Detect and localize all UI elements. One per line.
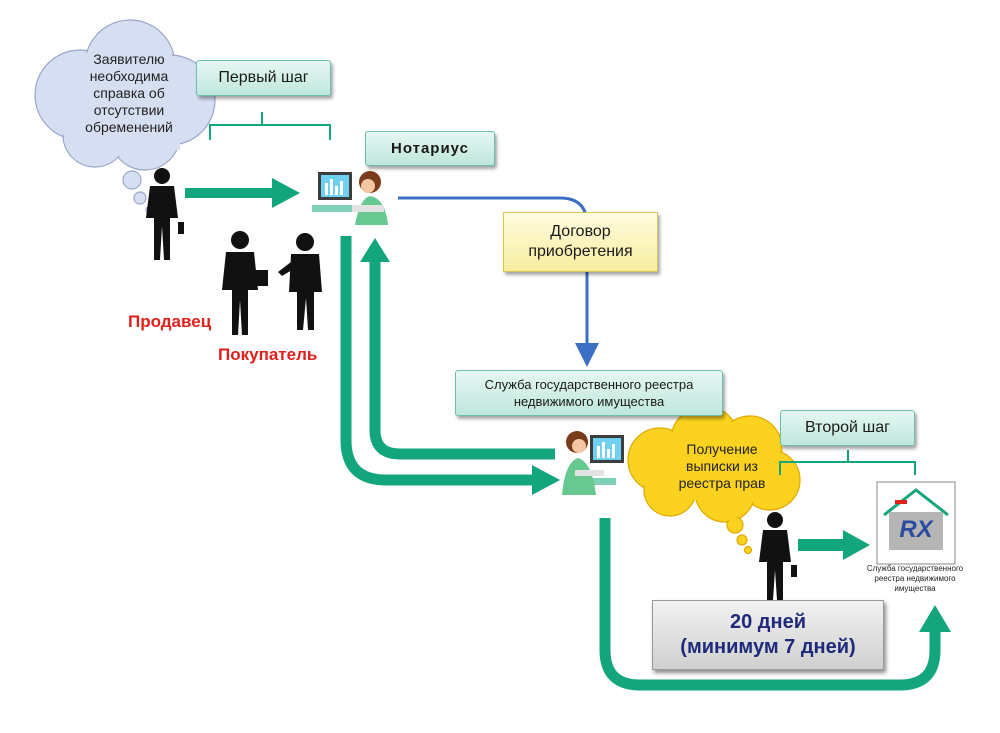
cloud-line: выписки из [686,458,758,474]
notary-label: Нотариус [365,131,495,166]
logo-caption-line: Служба государственного [866,564,964,573]
cloud-line: отсутствии [93,102,165,118]
applicant-silhouette [146,168,184,260]
cloud-line: реестра прав [678,475,766,491]
arrow-registry-to-notary [360,238,555,460]
registry-logo [876,481,956,565]
cloud-line: обременений [85,119,173,135]
logo-letters: RX [899,516,933,543]
seller-silhouette [222,231,268,335]
registry-workstation [562,431,624,495]
thought-cloud-applicant [34,19,216,215]
arrow-applicant-to-logo [798,530,870,560]
registry-line-2: недвижимого имущества [513,394,665,409]
seller-label: Продавец [128,312,212,331]
buyer-silhouette [278,233,322,330]
first-step-label: Первый шаг [196,60,331,96]
notary-workstation [312,171,388,225]
arrow-notary-to-registry [340,236,560,495]
logo-caption-line: реестра недвижимого [874,574,956,583]
bracket-second-step [779,450,916,475]
contract-line-1: Договор [550,223,611,240]
registry-line-1: Служба государственного реестра [484,377,694,392]
applicant-silhouette-2 [759,512,797,600]
logo-caption: Служба государственного реестра недвижим… [864,562,966,596]
cloud-extract-text: Получение выписки из реестра прав [667,441,777,492]
thought-cloud-extract [627,405,801,555]
duration-line-2: (минимум 7 дней) [680,636,856,658]
registry-service-label: Служба государственного реестра недвижим… [455,370,723,416]
duration-line-1: 20 дней [730,611,806,633]
cloud-line: Заявителю [93,51,165,67]
duration-box: 20 дней (минимум 7 дней) [652,600,884,670]
second-step-label: Второй шаг [780,410,915,446]
contract-label: Договор приобретения [503,212,658,272]
arrow-registry-to-logo [599,518,951,691]
logo-caption-line: имущества [894,584,936,593]
arrow-applicant-to-notary [185,178,300,208]
cloud-applicant-text: Заявителю необходима справка об отсутств… [74,51,184,136]
contract-line-2: приобретения [528,243,633,260]
cloud-line: необходима [89,68,169,84]
cloud-line: справка об [93,85,165,101]
cloud-line: Получение [686,441,758,457]
buyer-label: Покупатель [218,345,318,364]
bracket-first-step [209,112,331,140]
